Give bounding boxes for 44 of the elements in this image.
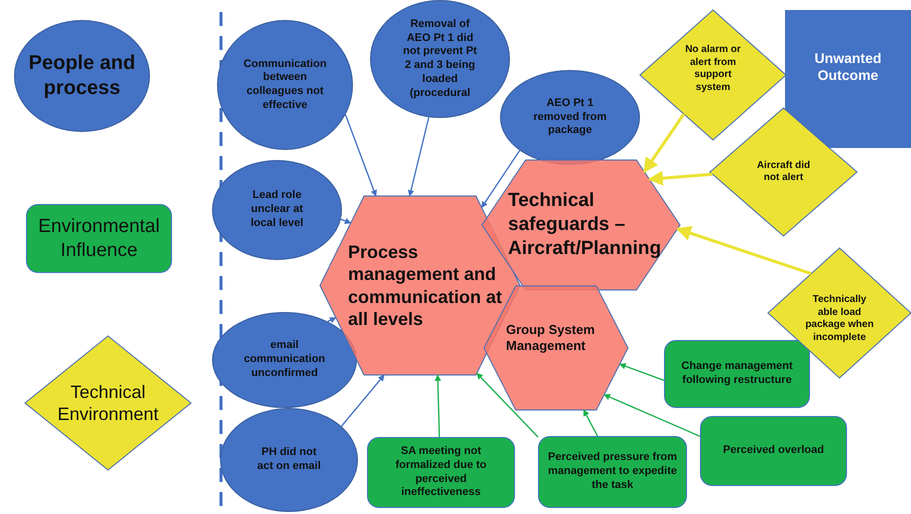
node-label: Environmental Influence — [37, 214, 161, 262]
node-label: Removal of AEO Pt 1 did not prevent Pt 2 and 3 being loaded (procedural — [402, 18, 478, 100]
arrow — [344, 114, 377, 197]
arrow — [604, 394, 700, 437]
arrow — [340, 218, 352, 224]
rounded-box — [538, 436, 687, 508]
node-label: Technical Environment — [56, 380, 160, 426]
arrow — [583, 409, 598, 436]
node-label: SA meeting not formalized due to perceived ineffectiveness — [394, 445, 488, 500]
arrow — [476, 372, 538, 438]
arrow — [327, 317, 336, 324]
node-label: Aircraft did not alert — [756, 160, 812, 184]
node-label: email communication unconfirmed — [242, 339, 326, 381]
arrow — [676, 226, 812, 276]
node-label: Group System Management — [506, 322, 596, 354]
node-label: No alarm or alert from support system — [684, 44, 742, 94]
node-label: Technically able load package when incomplete — [804, 294, 875, 344]
node-label: People and process — [28, 51, 136, 101]
node-label: Change management following restructure — [680, 360, 794, 388]
node-label: Technical safeguards – Aircraft/Planning — [508, 189, 662, 261]
arrow — [643, 113, 686, 173]
arrow — [408, 117, 430, 197]
node-label: Perceived overload — [723, 444, 824, 458]
arrow — [481, 150, 520, 208]
node-label: AEO Pt 1 removed from package — [533, 96, 607, 138]
arrow — [434, 374, 442, 438]
node-label: Process management and communication at all levels — [348, 240, 504, 330]
rounded-box — [26, 204, 172, 273]
node-label: Lead role unclear at local level — [250, 189, 304, 231]
node-label: Unwanted Outcome — [814, 50, 882, 84]
decision-diamond — [25, 336, 191, 470]
hexagon-node — [484, 286, 628, 410]
outcome-box — [785, 10, 911, 148]
arrow — [619, 363, 664, 382]
rounded-box — [700, 416, 847, 486]
arrow — [648, 170, 713, 186]
decision-diamond — [640, 10, 786, 140]
rounded-box — [664, 340, 810, 408]
decision-diamond — [710, 108, 857, 236]
node-label: Communication between colleagues not effective — [242, 58, 328, 112]
arrow — [340, 374, 385, 427]
rounded-box — [367, 437, 515, 508]
node-label: Perceived pressure from management to expedite the task — [547, 451, 678, 493]
node-label: PH did not act on email — [256, 446, 322, 474]
